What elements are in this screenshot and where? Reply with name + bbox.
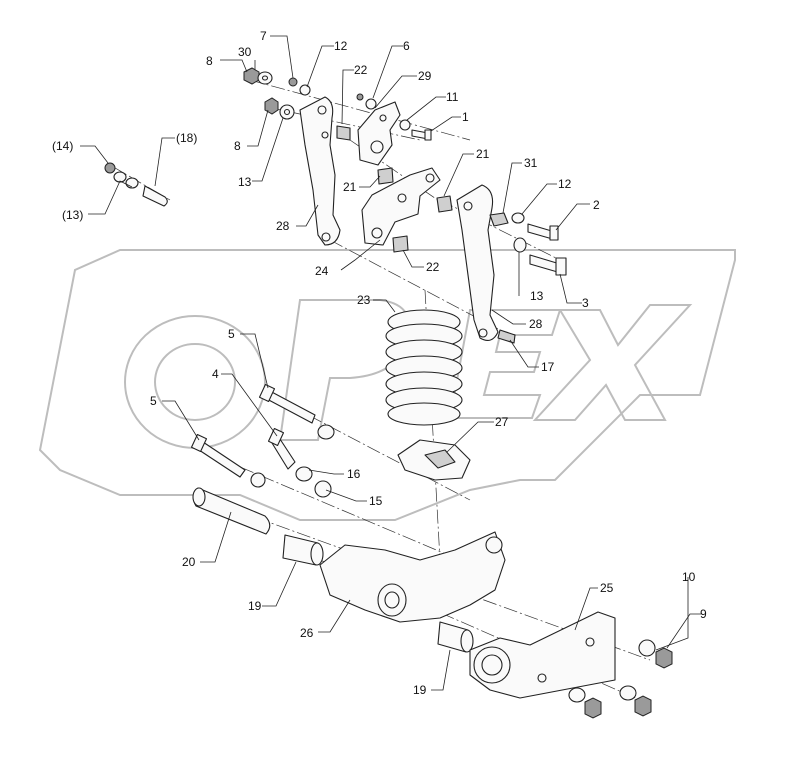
callout-17: 17 <box>541 360 555 374</box>
washer-13b <box>513 237 527 253</box>
nut-7 <box>288 77 298 87</box>
callout-22: 22 <box>354 63 368 77</box>
bolts-left <box>190 383 335 498</box>
bolt-5a <box>264 389 316 424</box>
callout-3: 3 <box>582 296 589 310</box>
callout-2: 2 <box>593 198 600 212</box>
swing-arm-26 <box>319 531 506 623</box>
callout-16: 16 <box>347 467 361 481</box>
nut-9a <box>655 647 673 669</box>
washer-13p-a <box>113 171 127 183</box>
washer-15 <box>314 480 332 498</box>
callout-27: 27 <box>495 415 509 429</box>
callout-9: 9 <box>700 607 707 621</box>
bushing-22a <box>336 125 351 141</box>
callout-15: 15 <box>369 494 383 508</box>
washer-11 <box>399 119 411 131</box>
washer-6 <box>365 98 377 110</box>
washer-16b <box>295 466 313 482</box>
bracket-28-left <box>299 96 341 246</box>
callout-28: 28 <box>276 219 290 233</box>
callout-11: 11 <box>446 90 459 104</box>
callout-24: 24 <box>315 264 329 278</box>
callout-31: 31 <box>524 156 538 170</box>
plate-29 <box>357 101 401 166</box>
callout-8: 8 <box>234 139 241 153</box>
callout-22: 22 <box>426 260 440 274</box>
callout-21: 21 <box>343 180 357 194</box>
callout-29: 29 <box>418 69 432 83</box>
nut-14 <box>104 162 116 174</box>
callout-4: 4 <box>212 367 219 381</box>
callout-10: 10 <box>682 570 696 584</box>
coil-spring-23 <box>385 309 463 426</box>
spacer-31 <box>489 212 509 227</box>
washer-10c <box>619 685 637 701</box>
nuts-right <box>568 639 673 719</box>
callout-19: 19 <box>248 599 262 613</box>
callout-20: 20 <box>182 555 196 569</box>
callout-5: 5 <box>228 327 235 341</box>
bracket-28-right <box>456 184 499 341</box>
callout-30: 30 <box>238 45 252 59</box>
pin-18 <box>142 185 168 207</box>
leader-lines <box>80 35 701 691</box>
nut-6 <box>356 93 364 101</box>
bracket-24 <box>361 167 441 246</box>
washer-10a <box>638 639 656 657</box>
callout-26: 26 <box>300 626 314 640</box>
callout-6: 6 <box>403 39 410 53</box>
callout-23: 23 <box>357 293 371 307</box>
callout-12: 12 <box>558 177 572 191</box>
callout-14: (14) <box>52 139 73 153</box>
pin-17 <box>497 329 516 344</box>
callout-19: 19 <box>413 683 427 697</box>
callout-21: 21 <box>476 147 490 161</box>
bushing-21b <box>436 195 453 213</box>
bushing-22b <box>392 235 409 253</box>
callout-13: (13) <box>62 208 83 222</box>
nut-9b <box>584 697 602 719</box>
washer-10b <box>568 687 586 703</box>
callout-8: 8 <box>206 54 213 68</box>
nut-9c <box>634 695 652 717</box>
washer-12a <box>299 84 311 96</box>
callout-13: 13 <box>530 289 544 303</box>
callout-7: 7 <box>260 29 267 43</box>
callout-13: 13 <box>238 175 252 189</box>
bushing-21a <box>377 167 394 185</box>
callout-12: 12 <box>334 39 348 53</box>
washer-12b <box>511 212 525 224</box>
nut-8b <box>264 97 279 115</box>
optional-hardware <box>104 162 168 207</box>
callout-28: 28 <box>529 317 543 331</box>
callout-1: 1 <box>462 110 469 124</box>
washer-16a <box>250 472 266 488</box>
washer-5a <box>317 424 335 440</box>
callout-5: 5 <box>150 394 157 408</box>
callout-18: (18) <box>176 131 197 145</box>
callout-labels: 7 30 12 6 8 22 29 11 1 8 13 (14) (18) (1… <box>52 29 707 697</box>
top-left-hardware <box>243 67 432 141</box>
washer-13p-b <box>125 177 139 189</box>
callout-25: 25 <box>600 581 614 595</box>
